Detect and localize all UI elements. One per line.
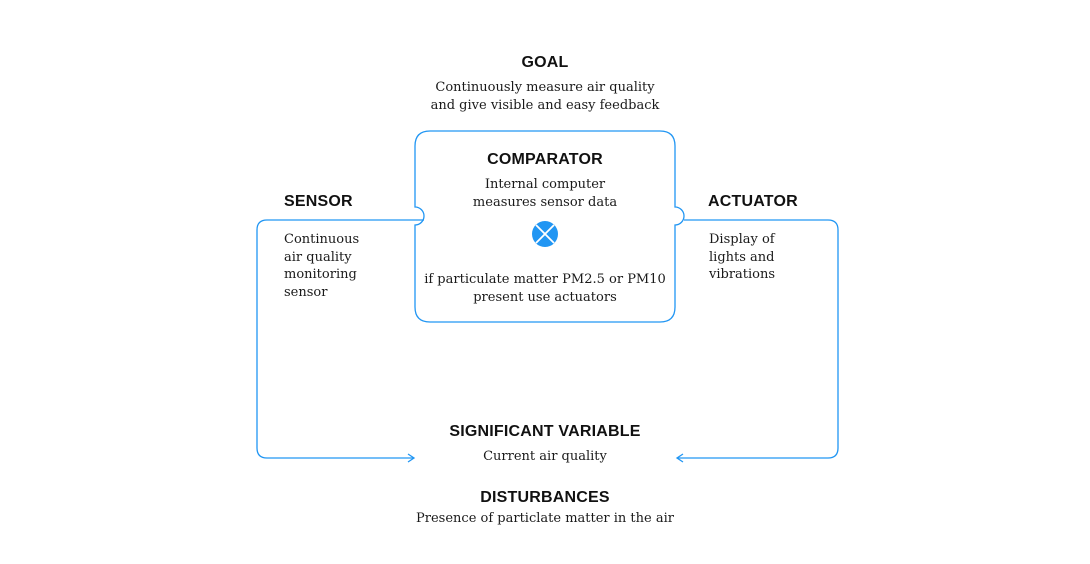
sensor-loop-line [256, 219, 424, 459]
comparator-title: COMPARATOR [487, 151, 603, 168]
sensor-loop-arrowhead [407, 453, 416, 463]
goal-title: GOAL [521, 54, 569, 71]
significant-variable-text: Current air quality [483, 449, 607, 464]
comparator-box [414, 130, 685, 323]
disturbances-text: Presence of particlate matter in the air [416, 511, 674, 526]
disturbances-title: DISTURBANCES [480, 489, 610, 506]
goal-text: Continuously measure air quality and giv… [430, 80, 660, 113]
comparator-x-circle-icon [532, 221, 558, 247]
comparator-condition: if particulate matter PM2.5 or PM10 pres… [424, 272, 666, 305]
actuator-loop-arrowhead [675, 453, 684, 463]
sensor-title: SENSOR [284, 193, 353, 210]
actuator-text: Display of lights and vibrations [709, 232, 776, 282]
actuator-loop-line [677, 219, 839, 459]
significant-variable-title: SIGNIFICANT VARIABLE [449, 423, 641, 440]
actuator-title: ACTUATOR [708, 193, 798, 210]
comparator-text: Internal computer measures sensor data [472, 177, 618, 210]
sensor-text: Continuous air quality monitoring sensor [284, 232, 360, 300]
